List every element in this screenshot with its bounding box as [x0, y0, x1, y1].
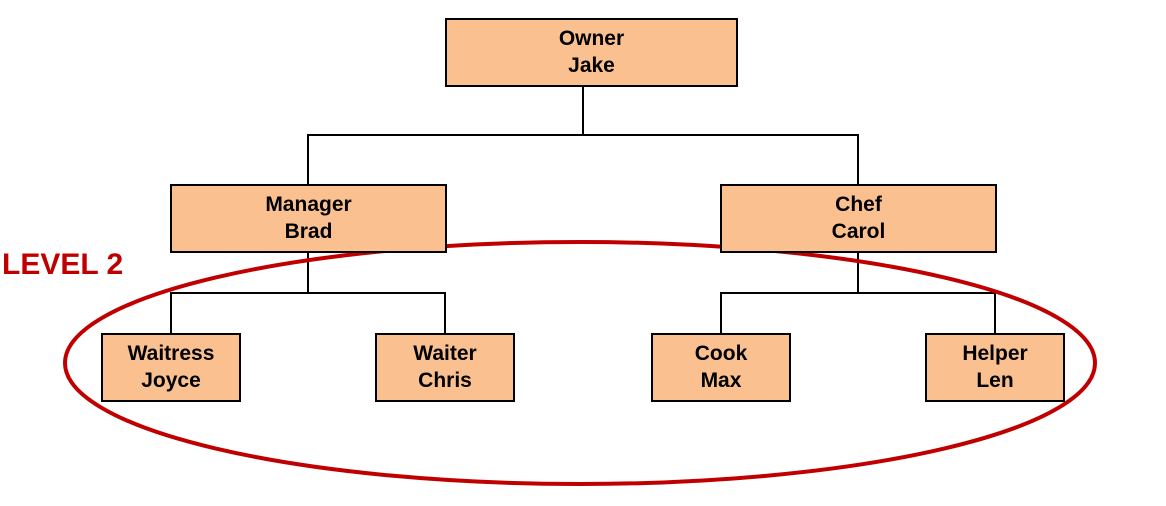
org-node-role: Manager [265, 192, 352, 216]
org-node-owner: Owner Jake [445, 18, 738, 87]
org-node-person: Brad [284, 219, 333, 243]
org-node-person: Max [700, 368, 742, 392]
org-node-role: Owner [558, 26, 625, 50]
level2-label: LEVEL 2 [2, 248, 124, 281]
org-node-role: Helper [962, 341, 1028, 365]
org-node-manager: Manager Brad [170, 184, 447, 253]
org-node-role: Waitress [127, 341, 215, 365]
org-node-role: Chef [835, 192, 882, 216]
org-node-cook: Cook Max [651, 333, 791, 402]
org-node-role: Waiter [413, 341, 477, 365]
org-node-role: Cook [694, 341, 748, 365]
org-node-waitress: Waitress Joyce [101, 333, 241, 402]
org-node-person: Jake [568, 53, 615, 77]
org-node-chef: Chef Carol [720, 184, 997, 253]
org-node-waiter: Waiter Chris [375, 333, 515, 402]
org-node-helper: Helper Len [925, 333, 1065, 402]
org-node-person: Len [976, 368, 1014, 392]
org-node-person: Carol [831, 219, 886, 243]
org-node-person: Chris [418, 368, 472, 392]
org-node-person: Joyce [141, 368, 201, 392]
